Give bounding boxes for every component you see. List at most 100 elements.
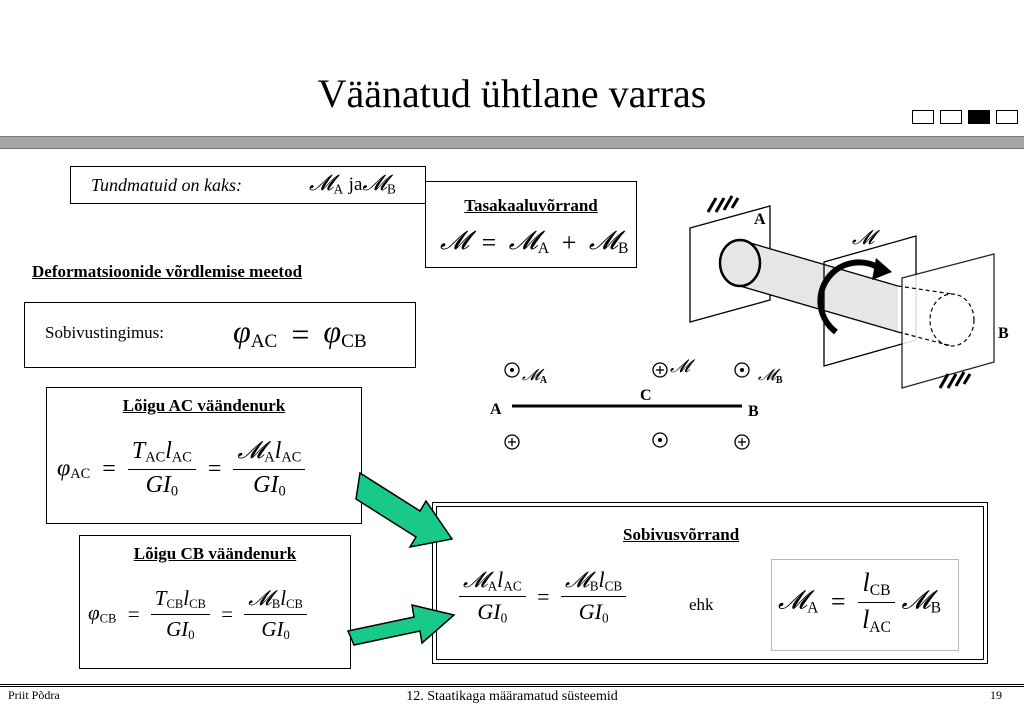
moment-symbol: 𝓜 bbox=[248, 586, 272, 610]
subscript-ac: AC bbox=[250, 330, 278, 352]
segment-ac-box: Lõigu AC väändenurk φAC = TAClAC GI0 = 𝓜… bbox=[46, 387, 362, 524]
shaft-label-a: A bbox=[754, 211, 766, 228]
shaft-end-b-dashed bbox=[929, 293, 975, 347]
phi-symbol: φ bbox=[323, 313, 342, 349]
subscript-0: 0 bbox=[278, 483, 286, 500]
shaft-body bbox=[740, 240, 898, 332]
and-word: ja bbox=[348, 174, 363, 195]
subscript-cb: CB bbox=[341, 330, 367, 352]
subscript-cb: CB bbox=[869, 581, 891, 599]
subscript-0: 0 bbox=[170, 483, 179, 500]
length-symbol: l bbox=[497, 567, 504, 592]
beam-label-c: C bbox=[640, 387, 652, 404]
footer-line bbox=[0, 684, 1024, 685]
moment-symbol: 𝓜 bbox=[362, 170, 388, 195]
g-symbol: G bbox=[145, 471, 163, 498]
arrow-ac-to-result bbox=[355, 471, 454, 549]
method-heading: Deformatsioonide võrdlemise meetod bbox=[32, 262, 303, 281]
footer-page-number: 19 bbox=[990, 688, 1002, 702]
moment-symbol: 𝓜 bbox=[508, 226, 538, 255]
subscript-b: B bbox=[589, 578, 599, 594]
length-symbol: l bbox=[165, 438, 172, 464]
nav-square-2 bbox=[940, 110, 962, 124]
moment-symbol: 𝓜 bbox=[309, 170, 334, 195]
wall-hatch-b bbox=[938, 371, 972, 389]
nav-square-3 bbox=[968, 110, 990, 124]
subscript-0: 0 bbox=[601, 610, 609, 626]
wall-hatch-a bbox=[706, 195, 740, 213]
subscript-cb: CB bbox=[286, 597, 303, 612]
moment-symbol: 𝓜 bbox=[237, 438, 265, 464]
subscript-cb: CB bbox=[604, 578, 623, 594]
torque-arrowhead bbox=[872, 258, 892, 280]
subscript-0: 0 bbox=[500, 610, 508, 626]
subscript-a: A bbox=[264, 449, 275, 466]
slide-title: Väänatud ühtlane varras bbox=[317, 71, 707, 116]
result-box: 𝓜A = lCB lAC 𝓜B bbox=[771, 559, 959, 651]
subscript-b: B bbox=[617, 239, 629, 257]
i-symbol: I bbox=[493, 599, 501, 625]
fraction: TCBlCB GI0 bbox=[150, 586, 210, 643]
reaction-a-circle-plus bbox=[504, 434, 520, 450]
beam-label-mb: 𝓜B bbox=[758, 367, 783, 386]
g-symbol: G bbox=[166, 617, 182, 642]
i-symbol: I bbox=[270, 471, 279, 498]
subscript-ac: AC bbox=[869, 618, 891, 636]
subscript-cb: CB bbox=[166, 597, 184, 612]
reaction-b-circle-plus bbox=[734, 434, 750, 450]
equals-sign: = bbox=[102, 455, 116, 482]
subscript-ac: AC bbox=[281, 449, 302, 466]
subscript-b: B bbox=[271, 597, 281, 612]
moment-symbol: 𝓜 bbox=[440, 226, 470, 255]
compatibility-condition-box: Sobivustingimus: φAC = φCB bbox=[24, 302, 416, 368]
subscript-cb: CB bbox=[189, 597, 206, 612]
moment-symbol: 𝓜 bbox=[588, 226, 618, 255]
i-symbol: I bbox=[162, 471, 171, 498]
equilibrium-equation: 𝓜 = 𝓜A + 𝓜B bbox=[440, 226, 628, 258]
i-symbol: I bbox=[181, 617, 189, 642]
i-symbol: I bbox=[276, 617, 284, 642]
phi-symbol: φ bbox=[88, 600, 100, 625]
subscript-a: A bbox=[333, 181, 344, 197]
fraction: 𝓜AlAC GI0 bbox=[233, 438, 306, 500]
equals-sign: = bbox=[537, 583, 550, 609]
torque-symbol: T bbox=[131, 438, 146, 464]
compatibility-label: Sobivustingimus: bbox=[45, 323, 165, 342]
beam-diagram: A B C 𝓜 𝓜A 𝓜B bbox=[490, 356, 783, 450]
segment-cb-heading: Lõigu CB väändenurk bbox=[133, 544, 297, 563]
g-symbol: G bbox=[477, 599, 494, 625]
moment-b-circle bbox=[734, 362, 750, 378]
title-divider-bar bbox=[0, 136, 1024, 149]
nav-square-1 bbox=[912, 110, 934, 124]
length-symbol: l bbox=[274, 438, 282, 464]
segment-ac-formula: φAC = TAClAC GI0 = 𝓜AlAC GI0 bbox=[57, 438, 306, 500]
fraction: 𝓜BlCB GI0 bbox=[561, 567, 627, 627]
shaft-label-m: 𝓜 bbox=[852, 227, 881, 249]
beam-label-ma: 𝓜A bbox=[522, 367, 548, 386]
compatibility-equation-heading: Sobivusvõrrand bbox=[623, 525, 740, 544]
segment-cb-formula: φCB = TCBlCB GI0 = 𝓜BlCB GI0 bbox=[88, 586, 307, 643]
equals-sign: = bbox=[830, 587, 846, 617]
unknowns-formula: 𝓜A ja𝓜B bbox=[309, 170, 396, 197]
fraction: TAClAC GI0 bbox=[127, 438, 196, 500]
g-symbol: G bbox=[261, 617, 277, 642]
shaft-label-b: B bbox=[998, 325, 1009, 342]
inner-border bbox=[436, 506, 984, 660]
subscript-a: A bbox=[487, 578, 498, 594]
beam-label-b: B bbox=[748, 403, 759, 420]
subscript-b: B bbox=[387, 181, 396, 197]
g-symbol: G bbox=[253, 471, 271, 498]
moment-a-circle bbox=[504, 362, 520, 378]
fraction: 𝓜BlCB GI0 bbox=[244, 586, 307, 643]
footer-course: 12. Staatikaga määramatud süsteemid bbox=[406, 689, 618, 704]
compatibility-formula: φAC = φCB bbox=[233, 313, 367, 353]
right-plate bbox=[901, 253, 995, 389]
equals-sign: = bbox=[207, 455, 222, 482]
arrows-layer bbox=[346, 471, 456, 646]
beam-label-a: A bbox=[490, 401, 502, 418]
subscript-ac: AC bbox=[503, 578, 522, 594]
or-word: ehk bbox=[689, 595, 714, 614]
moment-symbol: 𝓜 bbox=[778, 585, 808, 615]
subscript-ac: AC bbox=[171, 449, 192, 466]
shaft-end-a bbox=[718, 238, 762, 288]
